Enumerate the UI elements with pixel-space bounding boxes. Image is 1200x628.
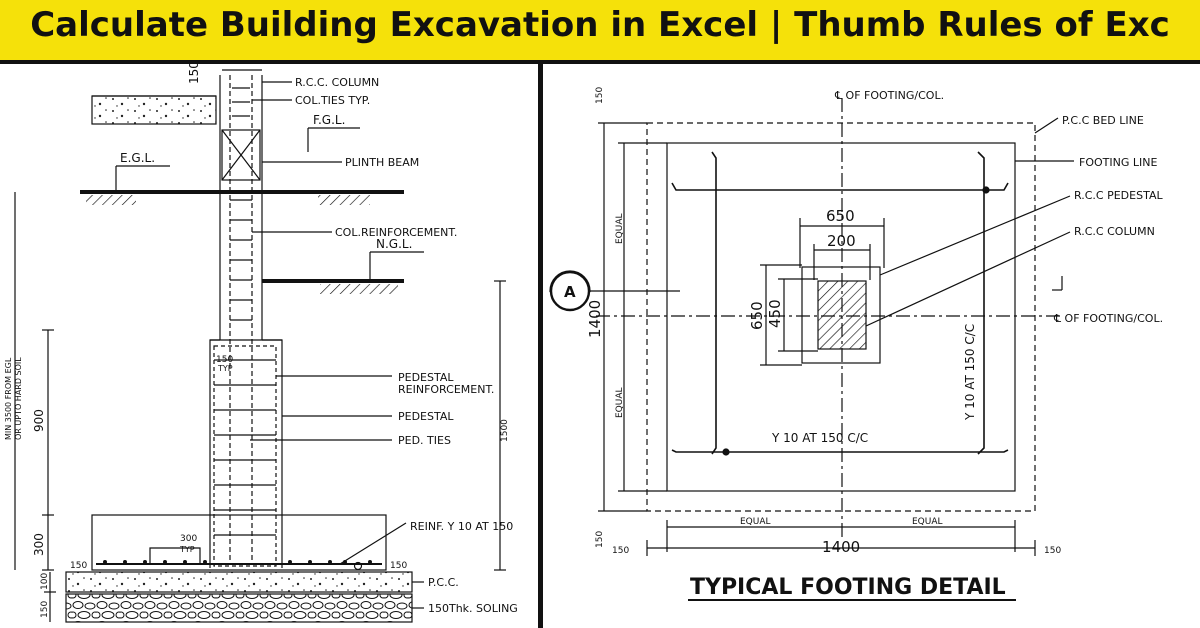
label-ngl: N.G.L. — [376, 237, 412, 251]
label-cl-top: ℄ OF FOOTING/COL. — [834, 89, 944, 102]
label-pedestal-reinf-1: PEDESTAL — [398, 371, 454, 384]
dim-150-soling: 150 — [40, 601, 50, 618]
label-min-note-1: MIN 3500 FROM EGL — [4, 357, 13, 440]
label-egl: E.G.L. — [120, 151, 155, 165]
title-banner: Calculate Building Excavation in Excel |… — [0, 0, 1200, 64]
label-bars-horizontal: Y 10 AT 150 C/C — [771, 431, 868, 445]
dim-900: 900 — [32, 409, 46, 432]
dim-300-typ: 300 — [180, 534, 197, 544]
pedestal-outline-plan — [801, 266, 881, 364]
label-col-reinforcement: COL.REINFORCEMENT. — [335, 226, 457, 239]
dim-150-bottom-plan: 150 — [612, 546, 629, 556]
dim-typ: TYP — [217, 364, 233, 373]
label-rcc-column: R.C.C. COLUMN — [295, 76, 379, 89]
pcc-bed-outline — [646, 122, 1036, 512]
footing-outline — [666, 142, 1016, 492]
dim-200: 200 — [827, 232, 856, 250]
dim-ped-150: 150 — [216, 355, 233, 365]
dim-150-bottom-left-plan: 150 — [595, 531, 605, 548]
label-footing-line: FOOTING LINE — [1079, 156, 1157, 169]
dim-450: 450 — [766, 299, 784, 328]
dim-1400-bottom: 1400 — [822, 538, 860, 556]
label-soling: 150Thk. SOLING — [428, 602, 518, 615]
dim-300: 300 — [32, 533, 46, 556]
dim-1400-left: 1400 — [586, 300, 604, 338]
label-rcc-column-plan: R.C.C COLUMN — [1074, 225, 1155, 238]
label-min-note-2: OR UPTO HARD SOIL — [14, 357, 23, 440]
plan-title: TYPICAL FOOTING DETAIL — [690, 575, 1006, 600]
label-fgl: F.G.L. — [313, 113, 345, 127]
label-bars-vertical: Y 10 AT 150 C/C — [963, 324, 977, 421]
footing-block — [91, 514, 387, 571]
dim-150-top-plan: 150 — [595, 87, 605, 104]
banner-title: Calculate Building Excavation in Excel |… — [30, 5, 1170, 45]
footing-section — [14, 69, 506, 623]
label-rcc-pedestal: R.C.C PEDESTAL — [1074, 189, 1163, 202]
dim-650-top: 650 — [826, 207, 855, 225]
label-cl-right: ℄ OF FOOTING/COL. — [1053, 312, 1163, 325]
dim-equal-v1: EQUAL — [615, 213, 625, 244]
panel-divider — [538, 64, 543, 628]
pcc-layer — [65, 571, 413, 593]
dim-100: 100 — [40, 573, 50, 590]
pedestal-outline — [209, 339, 283, 568]
section-mark-a: A — [564, 283, 576, 301]
dim-equal-h1: EQUAL — [740, 517, 771, 527]
label-pedestal-reinf-2: REINFORCEMENT. — [398, 383, 494, 396]
label-reinf: REINF. Y 10 AT 150 — [410, 520, 513, 533]
label-plinth-beam: PLINTH BEAM — [345, 156, 419, 169]
dim-150-right-plan: 150 — [1044, 546, 1061, 556]
label-pcc: P.C.C. — [428, 576, 459, 589]
dim-equal-h2: EQUAL — [912, 517, 943, 527]
drawing-canvas: 150 R.C.C. COLUMN COL.TIES TYP. F.G.L. P… — [4, 64, 1163, 628]
beam-slab — [91, 95, 217, 125]
dim-150-bottom-right: 150 — [390, 561, 407, 571]
label-ped-ties: PED. TIES — [398, 434, 451, 447]
label-pcc-bed-line: P.C.C BED LINE — [1062, 114, 1144, 127]
label-pedestal: PEDESTAL — [398, 410, 454, 423]
soling-layer — [65, 593, 413, 623]
dim-1500: 1500 — [500, 419, 510, 442]
footing-plan — [549, 98, 1074, 556]
label-col-ties: COL.TIES TYP. — [295, 94, 370, 107]
dim-150-bottom-left: 150 — [70, 561, 87, 571]
dim-650-left: 650 — [748, 301, 766, 330]
dim-typ-2: TYP — [179, 545, 195, 554]
dim-equal-v2: EQUAL — [615, 387, 625, 418]
label-top-150: 150 — [187, 64, 201, 84]
